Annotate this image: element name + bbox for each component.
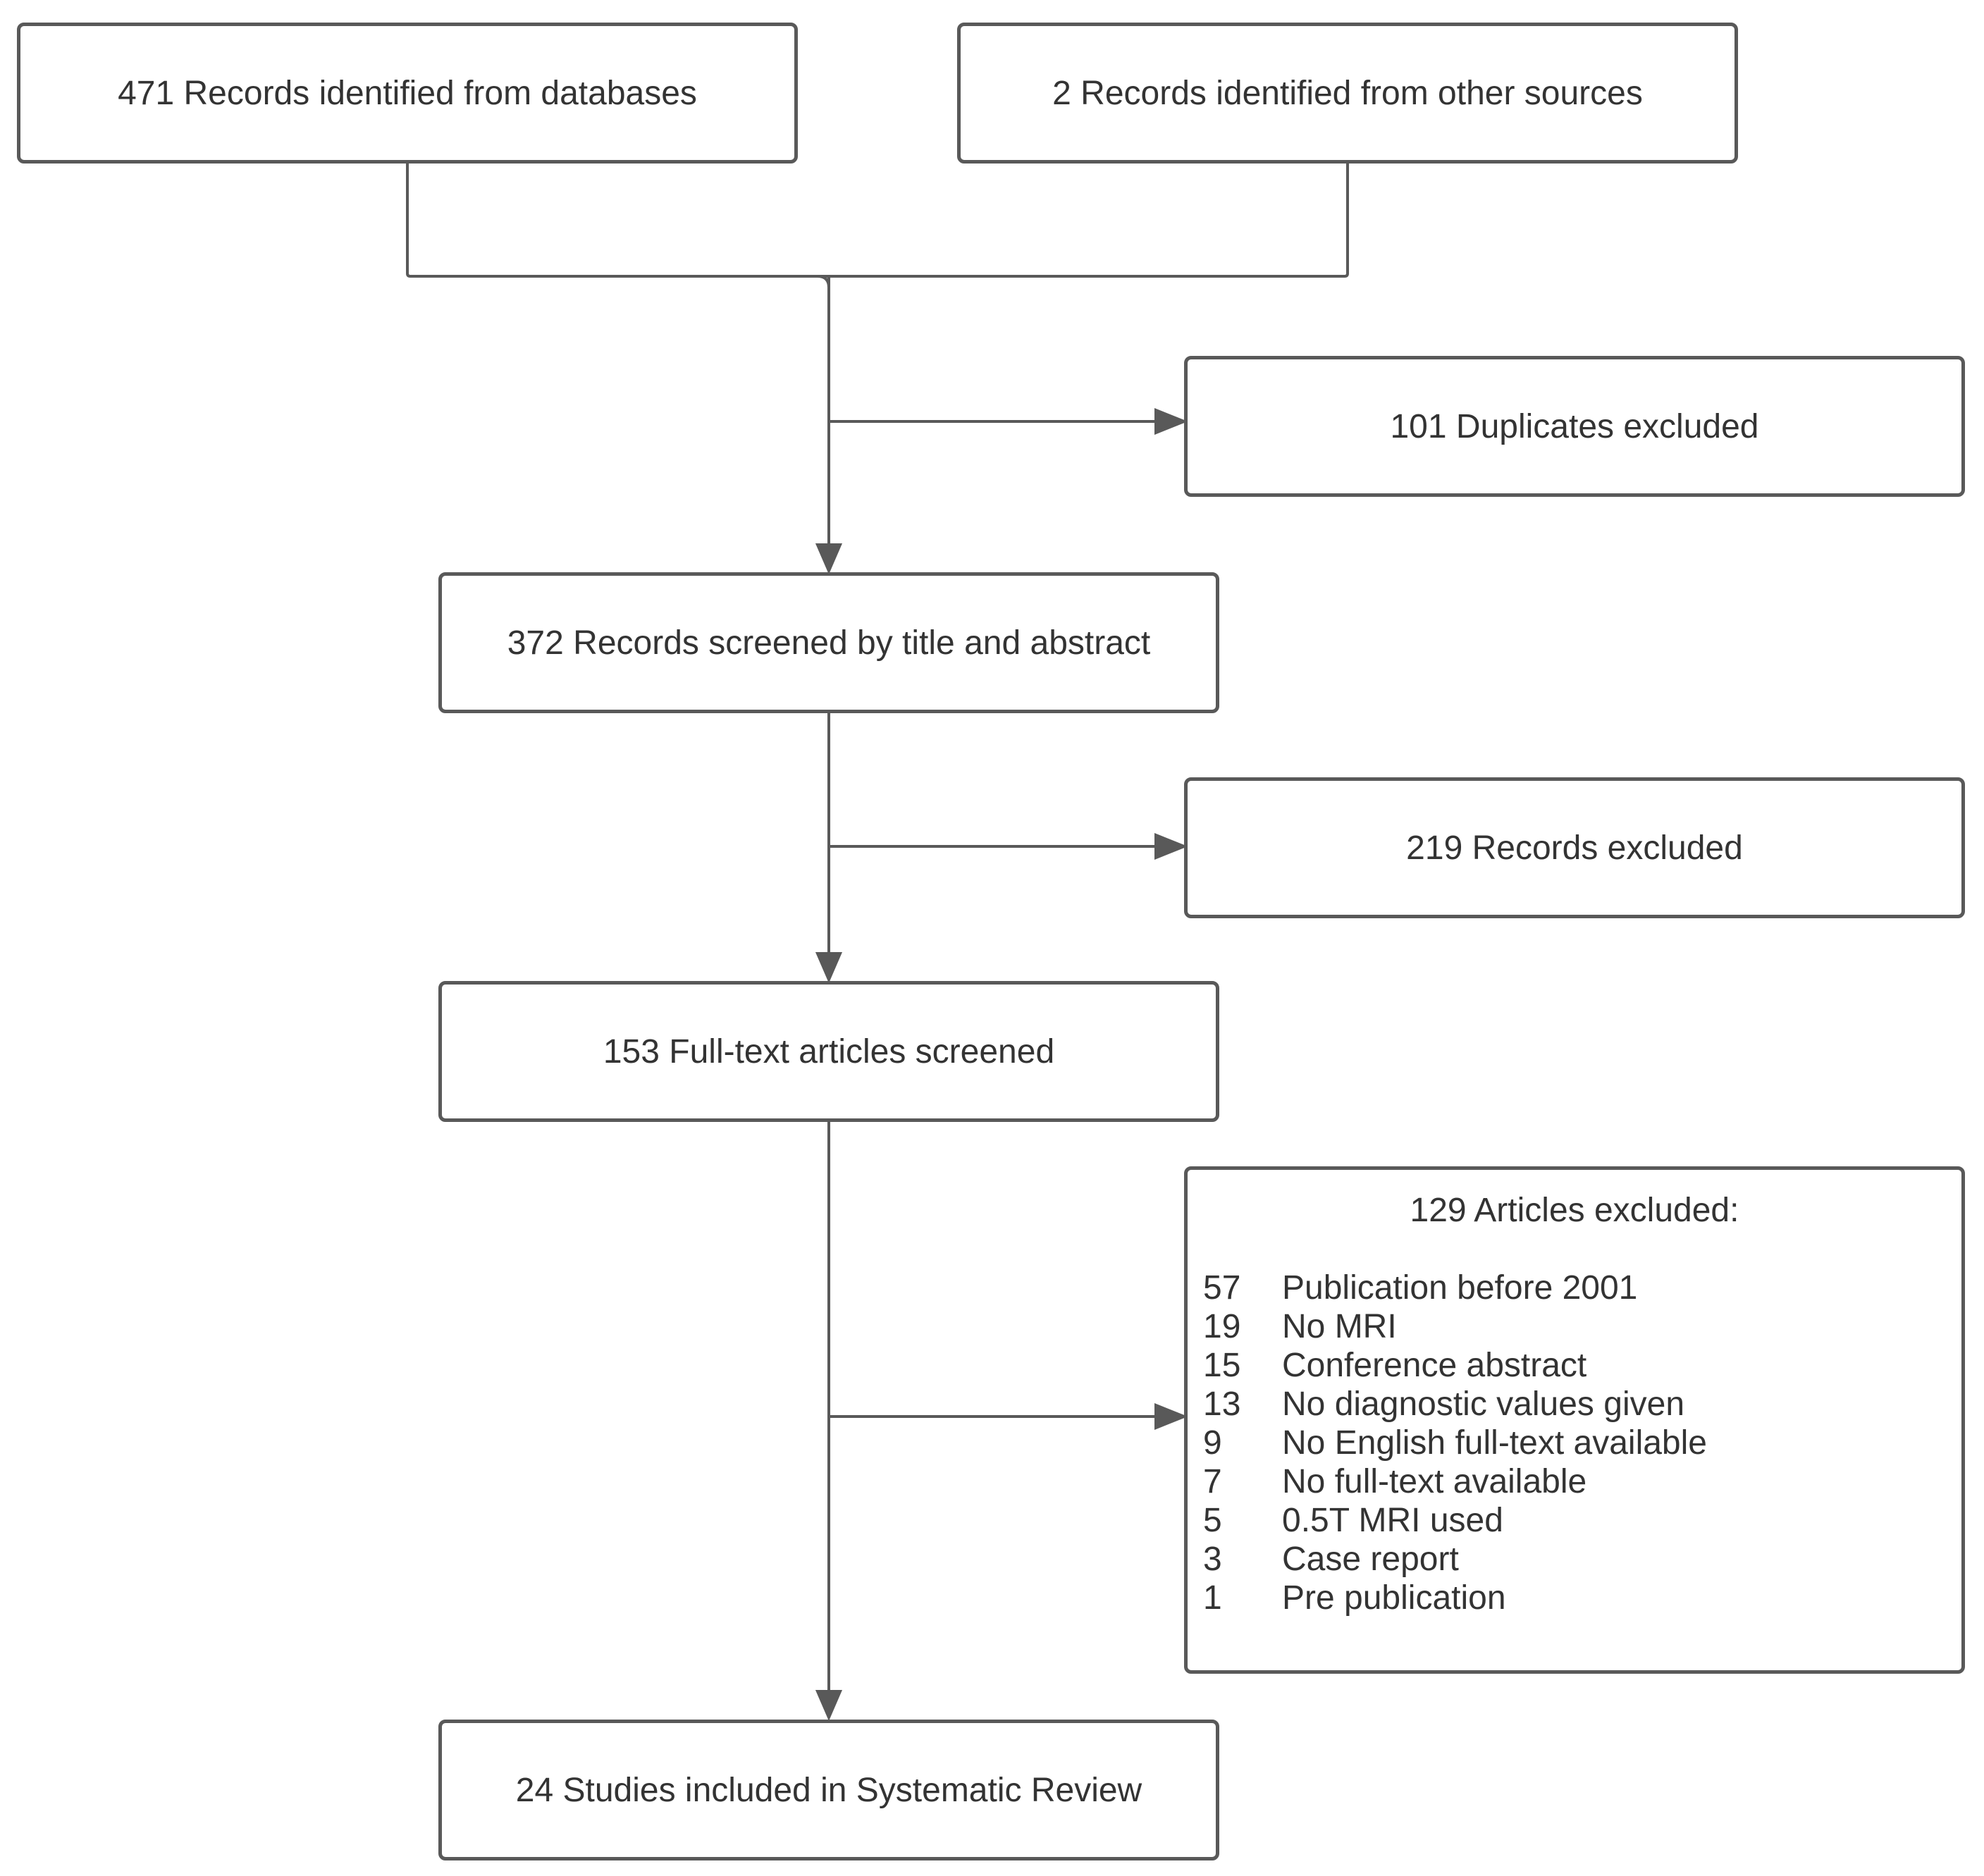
exclusion-label: No diagnostic values given xyxy=(1282,1386,1685,1423)
duplicates-excluded-box: 101 Duplicates excluded xyxy=(1184,356,1965,497)
exclusion-label: No English full-text available xyxy=(1282,1424,1707,1462)
arrowhead-included xyxy=(815,1690,843,1722)
exclusion-reason: 57 Publication before 2001 xyxy=(1203,1269,1707,1307)
exclusion-label: Conference abstract xyxy=(1282,1347,1587,1384)
exclusion-count: 1 xyxy=(1203,1579,1222,1617)
exclusion-count: 7 xyxy=(1203,1463,1222,1500)
arrowhead-records-excluded xyxy=(1154,833,1188,860)
records-excluded-box: 219 Records excluded xyxy=(1184,777,1965,918)
exclusion-label: No MRI xyxy=(1282,1308,1397,1345)
duplicates-excluded-label: 101 Duplicates excluded xyxy=(1390,407,1759,445)
exclusion-reason: 19 No MRI xyxy=(1203,1307,1707,1346)
articles-excluded-title: 129 Articles excluded: xyxy=(1410,1192,1739,1229)
exclusion-count: 19 xyxy=(1203,1308,1241,1345)
exclusion-count: 9 xyxy=(1203,1424,1222,1462)
exclusion-count: 3 xyxy=(1203,1541,1222,1578)
exclusion-reason: 5 0.5T MRI used xyxy=(1203,1501,1707,1540)
fulltext-screened-box: 153 Full-text articles screened xyxy=(438,981,1219,1122)
fulltext-screened-label: 153 Full-text articles screened xyxy=(603,1032,1055,1070)
exclusion-label: Case report xyxy=(1282,1541,1459,1578)
records-screened-box: 372 Records screened by title and abstra… xyxy=(438,572,1219,713)
exclusion-reason: 7 No full-text available xyxy=(1203,1462,1707,1501)
exclusion-reason: 9 No English full-text available xyxy=(1203,1424,1707,1462)
exclusion-count: 13 xyxy=(1203,1386,1241,1423)
arrowhead-screened xyxy=(815,543,843,575)
records-from-other-sources-box: 2 Records identified from other sources xyxy=(957,23,1738,163)
records-from-databases-box: 471 Records identified from databases xyxy=(17,23,798,163)
exclusion-reason: 15 Conference abstract xyxy=(1203,1346,1707,1385)
arrowhead-fulltext xyxy=(815,952,843,984)
merge-junction xyxy=(817,275,830,288)
exclusion-reason: 3 Case report xyxy=(1203,1540,1707,1579)
exclusion-count: 15 xyxy=(1203,1347,1241,1384)
studies-included-label: 24 Studies included in Systematic Review xyxy=(515,1771,1142,1809)
exclusion-reason-list: 57 Publication before 2001 19 No MRI 15 … xyxy=(1203,1269,1707,1617)
articles-excluded-box: 129 Articles excluded: 57 Publication be… xyxy=(1184,1166,1965,1674)
records-from-other-sources-label: 2 Records identified from other sources xyxy=(1052,74,1643,112)
studies-included-box: 24 Studies included in Systematic Review xyxy=(438,1720,1219,1860)
exclusion-label: 0.5T MRI used xyxy=(1282,1502,1503,1539)
arrowhead-articles-excluded xyxy=(1154,1403,1188,1430)
exclusion-reason: 1 Pre publication xyxy=(1203,1579,1707,1617)
arrowhead-duplicates xyxy=(1154,408,1188,435)
exclusion-count: 5 xyxy=(1203,1502,1222,1539)
exclusion-label: Pre publication xyxy=(1282,1579,1506,1617)
exclusion-label: Publication before 2001 xyxy=(1282,1269,1638,1307)
records-excluded-label: 219 Records excluded xyxy=(1406,829,1743,867)
exclusion-count: 57 xyxy=(1203,1269,1241,1307)
merge-line xyxy=(406,162,1349,278)
exclusion-label: No full-text available xyxy=(1282,1463,1587,1500)
records-screened-label: 372 Records screened by title and abstra… xyxy=(507,624,1151,662)
exclusion-reason: 13 No diagnostic values given xyxy=(1203,1385,1707,1424)
records-from-databases-label: 471 Records identified from databases xyxy=(118,74,697,112)
